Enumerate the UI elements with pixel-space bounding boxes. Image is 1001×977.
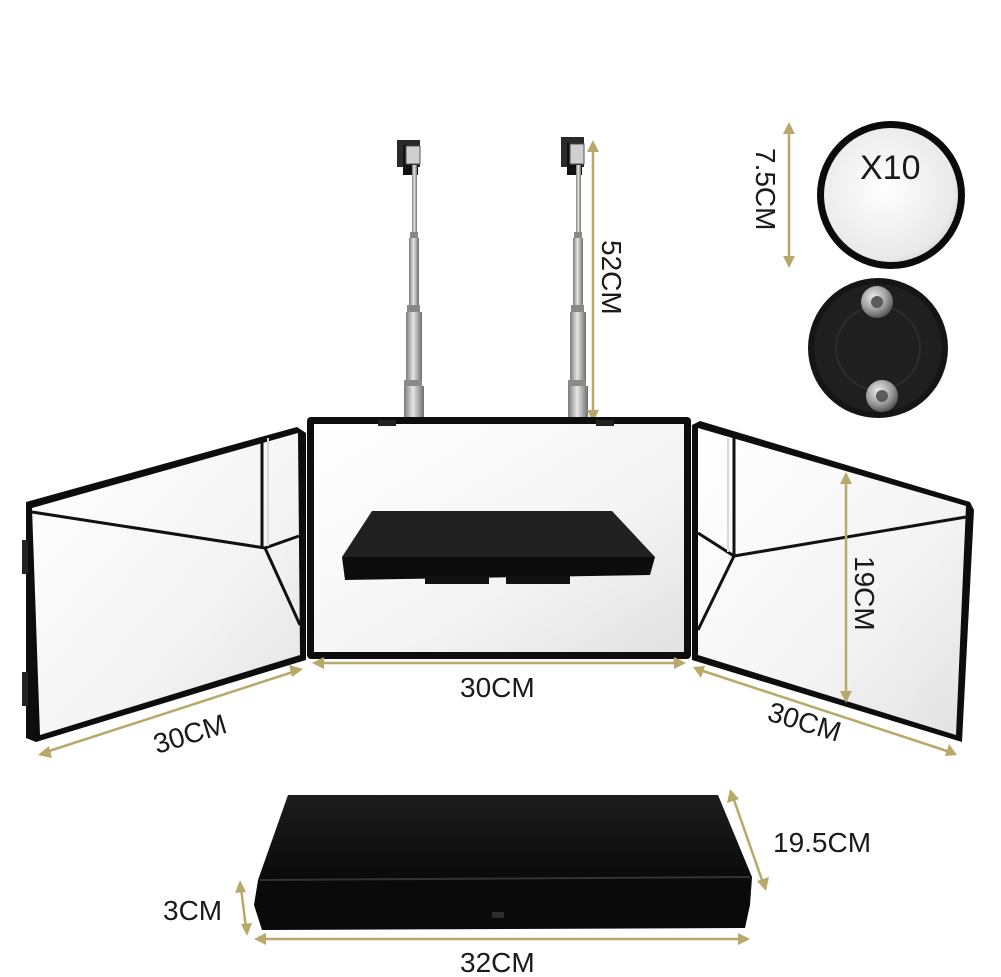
right-mirror-panel <box>692 421 974 742</box>
small-mirror-label: 7.5CM <box>750 148 781 230</box>
magnification-label: X10 <box>860 149 921 187</box>
left-width-label: 30CM <box>150 708 231 759</box>
small-mirror-dimension: 7.5CM <box>750 122 795 268</box>
case-width-label: 32CM <box>460 947 535 977</box>
left-mirror-panel <box>22 427 306 742</box>
hanging-rod-right <box>561 137 588 420</box>
case-thickness-dimension: 3CM <box>163 880 252 936</box>
panel-height-dimension: 19CM <box>840 472 880 703</box>
panel-height-label: 19CM <box>849 556 880 631</box>
rod-height-label: 52CM <box>596 240 627 315</box>
magnifying-mirror-front: X10 <box>817 121 965 269</box>
hanging-rod-left <box>397 140 424 420</box>
center-width-label: 30CM <box>460 672 535 703</box>
case-width-dimension: 32CM <box>254 933 750 977</box>
center-mirror-panel <box>307 417 691 659</box>
suction-cup-icon <box>861 286 893 318</box>
magnifying-mirror-back <box>808 278 948 418</box>
rod-height-dimension: 52CM <box>587 140 627 422</box>
case-depth-label: 19.5CM <box>773 827 871 858</box>
folded-case <box>254 795 752 930</box>
case-thickness-label: 3CM <box>163 895 222 926</box>
case-depth-dimension: 19.5CM <box>727 789 871 891</box>
suction-cup-icon <box>866 380 898 412</box>
center-width-dimension: 30CM <box>312 657 686 703</box>
reflected-case <box>342 511 655 584</box>
